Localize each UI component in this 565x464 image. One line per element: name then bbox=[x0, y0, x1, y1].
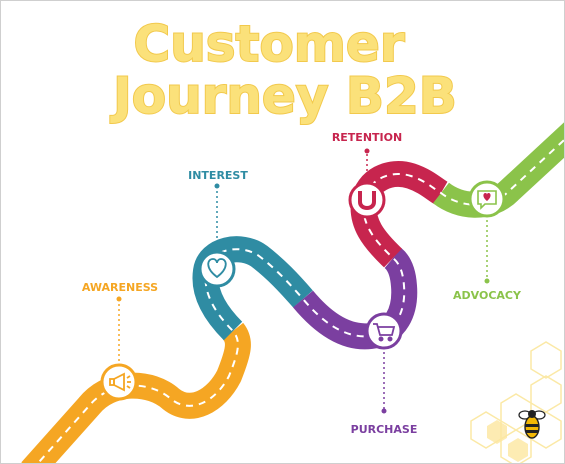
heart-speech-bubble-icon bbox=[477, 190, 497, 210]
heart-icon bbox=[207, 258, 227, 279]
connector-dot-interest bbox=[214, 183, 220, 189]
connector-dot-retention bbox=[364, 148, 370, 154]
connector-dot-advocacy bbox=[484, 278, 490, 284]
label-advocacy: ADVOCACY bbox=[453, 289, 522, 302]
node-purchase bbox=[365, 312, 403, 350]
megaphone-icon bbox=[109, 372, 131, 392]
label-awareness: AWARENESS bbox=[82, 281, 158, 294]
connector-dot-purchase bbox=[381, 408, 387, 414]
node-interest bbox=[198, 250, 236, 288]
magnet-icon bbox=[358, 191, 376, 210]
node-retention bbox=[348, 181, 386, 219]
node-awareness bbox=[100, 363, 138, 401]
shopping-cart-icon bbox=[373, 323, 396, 342]
bee-icon bbox=[518, 410, 546, 439]
label-interest: INTEREST bbox=[188, 169, 248, 182]
title-line-2: Journey B2B bbox=[110, 67, 457, 125]
road-awareness bbox=[21, 322, 251, 463]
label-purchase: PURCHASE bbox=[351, 423, 418, 436]
title-line-1: Customer bbox=[134, 15, 405, 73]
label-retention: RETENTION bbox=[332, 131, 402, 144]
honeycomb-decoration bbox=[470, 341, 562, 463]
honeycomb-filled bbox=[487, 420, 528, 462]
connector-dot-awareness bbox=[116, 296, 122, 302]
node-advocacy bbox=[468, 180, 506, 218]
road-center-line bbox=[36, 138, 564, 463]
